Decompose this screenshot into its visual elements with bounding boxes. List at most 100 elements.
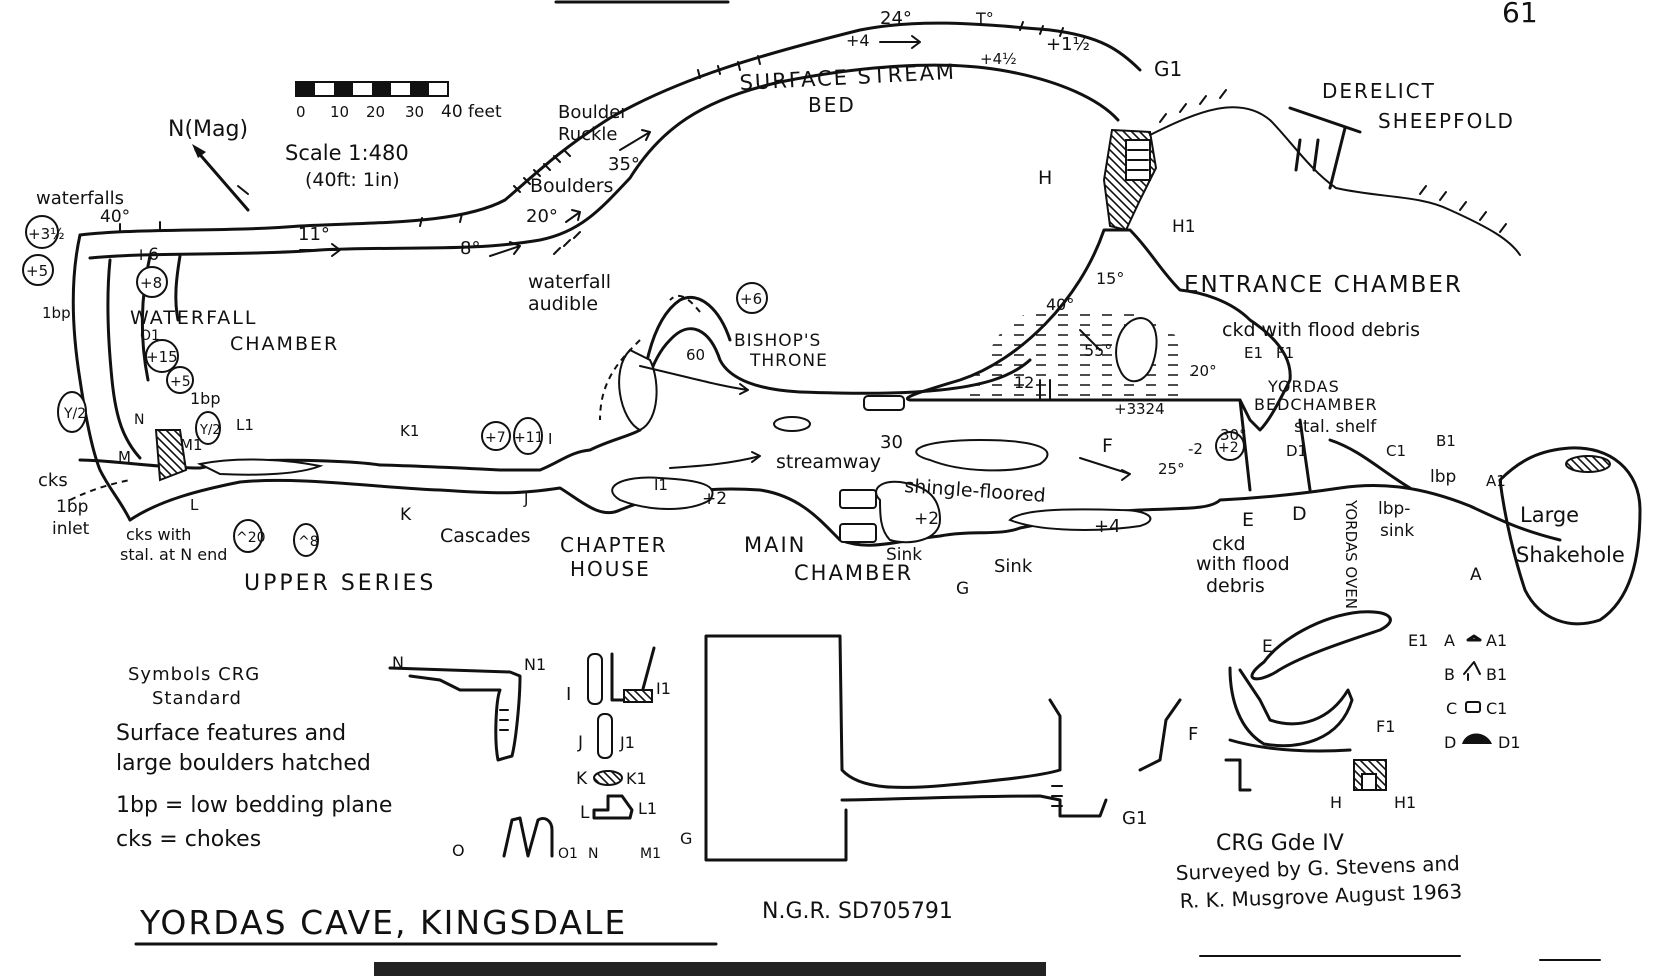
angle-16: 12	[1014, 373, 1034, 392]
legend-line-3: large boulders hatched	[116, 751, 371, 776]
xsec-B1: B1	[1486, 665, 1507, 684]
angle-15: 25°	[1158, 460, 1185, 478]
surface-stream-bed	[78, 21, 1142, 260]
angle-3: +4½	[980, 50, 1017, 68]
circled-11: ^8	[298, 534, 319, 550]
xsec-G1: G1	[1122, 808, 1147, 829]
scale-bar: 0 10 20 30 40 feet Scale 1:480 (40ft: 1i…	[285, 81, 502, 191]
circled-10: ^20	[236, 530, 266, 546]
label-sheepfold: SHEEPFOLD	[1378, 109, 1515, 133]
label-waterfall: WATERFALL	[130, 307, 257, 329]
angle-8: 8°	[460, 238, 480, 259]
xsec-J1: J1	[619, 733, 635, 752]
legend-line-1: Standard	[152, 688, 242, 709]
sec-K: K	[400, 505, 412, 525]
label-lbp-sink: lbp-	[1378, 499, 1410, 519]
entrance-shaft	[1102, 128, 1158, 232]
label-main-chamber: CHAMBER	[794, 561, 913, 585]
label-ckd: ckd	[1212, 533, 1246, 555]
circled-8: +11	[514, 430, 544, 446]
xsec-N: N	[392, 653, 404, 672]
grid-reference: N.G.R. SD705791	[762, 899, 953, 924]
xsec-K: K	[576, 769, 588, 789]
angle-24: -2	[1188, 440, 1203, 458]
scan-edge	[374, 962, 1046, 976]
label-bed: BED	[808, 93, 856, 117]
xsec-O1: O1	[558, 846, 578, 862]
scale-tick-10: 10	[330, 103, 349, 121]
scan-lines	[1199, 955, 1601, 961]
label-bedchamber: BEDCHAMBER	[1254, 395, 1378, 414]
xsec-O: O	[452, 841, 465, 860]
circled-12: +2	[1218, 440, 1239, 456]
angle-2: +4	[846, 31, 870, 50]
legend-line-0: Symbols CRG	[128, 664, 260, 685]
pools	[154, 316, 1611, 544]
xsec-B: B	[1444, 665, 1455, 684]
label-debris: debris	[1206, 575, 1265, 597]
xsec-C: C	[1446, 699, 1457, 718]
label-chapter: CHAPTER	[560, 533, 668, 557]
sheepfold	[1149, 89, 1521, 256]
sec-H: H	[1038, 167, 1052, 189]
xsec-N1: N1	[524, 655, 546, 674]
xsec-N-b: N	[588, 846, 598, 862]
angle-21: +4	[1094, 516, 1121, 537]
label-ckd-flood: ckd with flood debris	[1222, 319, 1420, 341]
angle-17: 30	[880, 432, 903, 453]
label-waterfall-small: waterfall	[528, 271, 611, 293]
xsec-G: G	[680, 829, 692, 848]
scale-sub: (40ft: 1in)	[305, 169, 400, 191]
north-arrow: N(Mag)	[168, 117, 250, 212]
label-ruckle: Ruckle	[558, 124, 618, 145]
sec-I1: I1	[654, 476, 668, 494]
label-stal-n: stal. at N end	[120, 545, 227, 564]
scale-tick-0: 0	[296, 103, 306, 121]
label-upper-series: UPPER SERIES	[244, 571, 436, 596]
north-label: N(Mag)	[168, 117, 248, 142]
circled-labels: +3½ +5 +8 +15 +5 Y/2 Y/2 +7 +11 +6 ^20 ^…	[22, 215, 1245, 557]
sec-M1: M1	[180, 436, 203, 454]
sec-L: L	[190, 496, 199, 514]
xsec-C1: C1	[1486, 699, 1507, 718]
sec-E1: E1	[1244, 344, 1263, 362]
angle-25: 324	[1136, 400, 1165, 418]
label-lbp-l: 1bp	[190, 389, 221, 408]
surveyors-line-2: R. K. Musgrove August 1963	[1179, 879, 1462, 913]
label-lbp-w: 1bp	[42, 304, 71, 322]
xsec-L: L	[580, 803, 590, 823]
sec-H1: H1	[1172, 217, 1196, 237]
xsec-L1: L1	[638, 799, 657, 818]
xsec-D: D	[1444, 733, 1456, 752]
label-boulder: Boulder	[558, 102, 628, 123]
legend-line-4: 1bp = low bedding plane	[116, 793, 392, 818]
section-markers: G1 H H1 E1 F1 F E D D1 C1 B1 A1 A G K K1…	[118, 57, 1506, 599]
xsec-I1: I1	[656, 679, 671, 698]
label-boulders: Boulders	[530, 175, 613, 197]
legend: Symbols CRG Standard Surface features an…	[116, 664, 392, 852]
label-cks-with: cks with	[126, 525, 191, 544]
angle-12: 55°	[1084, 341, 1112, 360]
legend-line-5: cks = chokes	[116, 827, 261, 852]
angle-20: +2	[914, 509, 939, 529]
angle-0: 24°	[880, 8, 912, 29]
grade: CRG Gde IV	[1216, 831, 1344, 856]
label-lbp-inlet1: 1bp	[56, 497, 88, 517]
sec-J: J	[523, 490, 528, 508]
label-sink2: Sink	[994, 556, 1033, 577]
label-stal-shelf: stal. shelf	[1294, 417, 1377, 437]
label-main: MAIN	[744, 533, 806, 557]
circled-4: +5	[170, 374, 191, 390]
xsec-J: J	[577, 733, 583, 753]
label-sink: Sink	[886, 545, 922, 565]
scale-tick-30: 30	[405, 103, 424, 121]
label-derelict: DERELICT	[1322, 79, 1436, 103]
label-large: Large	[1520, 503, 1579, 527]
label-cascades: Cascades	[440, 525, 531, 547]
angle-7: 11°	[298, 224, 330, 245]
scale-label: Scale 1:480	[285, 141, 409, 165]
circled-2: +8	[140, 274, 162, 292]
sec-A: A	[1470, 565, 1482, 585]
circled-1: +5	[26, 262, 48, 280]
